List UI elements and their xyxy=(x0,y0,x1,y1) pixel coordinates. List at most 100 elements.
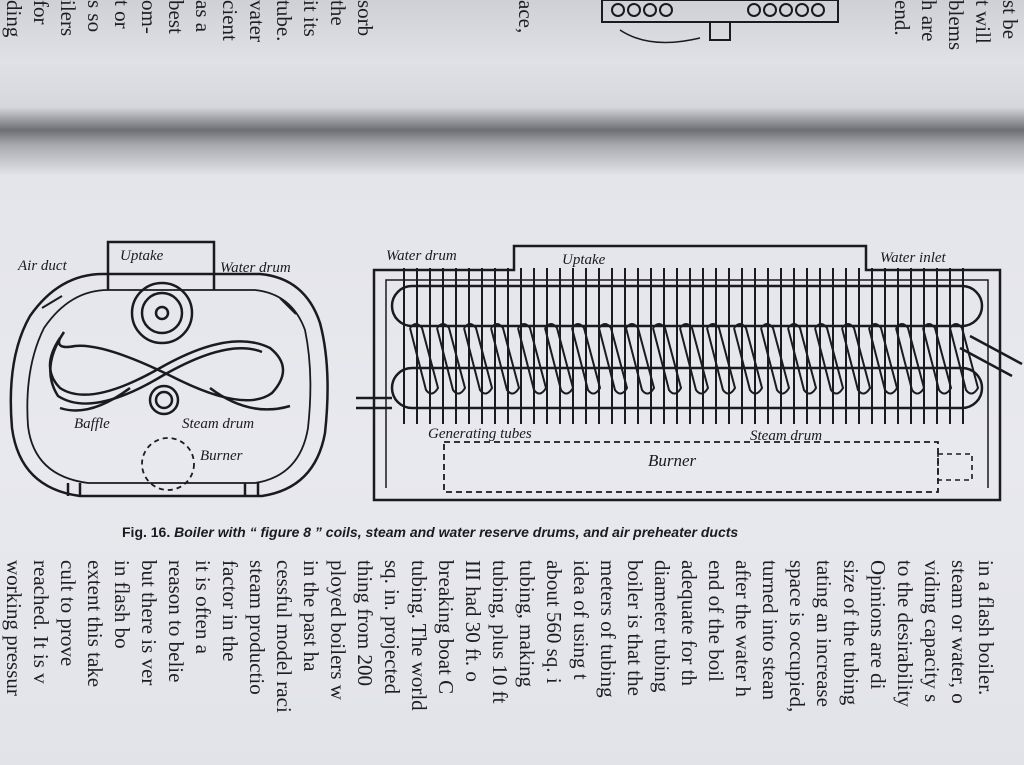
coil-loop xyxy=(625,323,656,395)
text-line: s so xyxy=(83,0,107,33)
side-elevation-labels: Water drum Uptake Water inlet Generating… xyxy=(386,248,947,470)
baffle-label: Baffle xyxy=(74,416,110,432)
body-text-line: space is occupied, xyxy=(785,560,809,713)
body-text-line: tubing, making xyxy=(515,560,539,688)
text-line: ding xyxy=(2,0,26,38)
generating-tubes-label: Generating tubes xyxy=(428,426,532,442)
figure-number: Fig. 16. xyxy=(122,524,171,540)
body-text-line: breaking boat C xyxy=(434,560,458,695)
body-text-line: III had 30 ft. o xyxy=(461,560,485,682)
cross-section-diagram xyxy=(9,240,329,498)
cross-section-labels: Air duct Uptake Water drum Baffle Steam … xyxy=(17,248,291,464)
body-text-line: meters of tubing xyxy=(596,560,620,698)
text-line: st be xyxy=(998,0,1022,40)
body-text-line: in the past ha xyxy=(299,560,323,672)
body-text-line: reason to belie xyxy=(164,560,188,683)
body-text-line: size of the tubing xyxy=(839,560,863,706)
steam-drum-label-left: Steam drum xyxy=(182,416,254,432)
body-text-line: sq. in. projected xyxy=(380,560,404,695)
body-text-line: adequate for th xyxy=(677,560,701,686)
burner-label-left: Burner xyxy=(200,448,243,464)
coil-loop xyxy=(895,323,926,395)
water-inlet-label: Water inlet xyxy=(880,250,947,266)
body-text-line: but there is ver xyxy=(137,560,161,686)
coil-loop xyxy=(409,323,440,395)
coil-loop xyxy=(760,323,791,395)
body-text-line: working pressur xyxy=(2,560,26,696)
body-text-line: turned into stean xyxy=(758,560,782,700)
text-line: vater xyxy=(245,0,269,42)
text-line: tube. xyxy=(272,0,296,42)
coil-loop xyxy=(922,323,953,395)
body-text-line: thing from 200 xyxy=(353,560,377,686)
body-text-line: it is often a xyxy=(191,560,215,654)
body-text-line: viding capacity s xyxy=(920,560,944,703)
steam-drum-label-right: Steam drum xyxy=(750,428,822,444)
text-line: cient xyxy=(218,0,242,41)
text-line: end. xyxy=(890,0,914,36)
water-drum-label-right: Water drum xyxy=(386,248,457,264)
coil-loop xyxy=(544,323,575,395)
coil-loop xyxy=(868,323,899,395)
top-middle-text-column: ace, xyxy=(512,0,539,60)
coil-loop xyxy=(706,323,737,395)
coil-loop xyxy=(841,323,872,395)
text-line: it its xyxy=(299,0,323,37)
coil-loop xyxy=(787,323,818,395)
body-text-line: end of the boil xyxy=(704,560,728,682)
boiler-figure: Air duct Uptake Water drum Baffle Steam … xyxy=(9,240,1023,502)
figure-8-coils xyxy=(409,323,980,395)
text-line: h are xyxy=(917,0,941,42)
burner-label-right: Burner xyxy=(648,451,697,470)
body-text-line: cessful model raci xyxy=(272,560,296,713)
coil-loop xyxy=(733,323,764,395)
text-line: blems xyxy=(944,0,968,51)
previous-figure-fragment xyxy=(601,0,839,44)
body-text-line: in a flash boiler. xyxy=(974,560,998,696)
body-text-line: cult to prove xyxy=(56,560,80,667)
text-line: ace, xyxy=(514,0,538,34)
water-drum-label-left: Water drum xyxy=(220,260,291,276)
body-text-line: tating an increase xyxy=(812,560,836,707)
body-text-line: extent this take xyxy=(83,560,107,688)
body-text-line: diameter tubing xyxy=(650,560,674,693)
text-line: for xyxy=(29,0,53,25)
body-text-line: steam or water, o xyxy=(947,560,971,704)
coil-loop xyxy=(949,323,980,395)
text-line: om- xyxy=(137,0,161,34)
body-text-line: ployed boilers w xyxy=(326,560,350,700)
body-text-line: tubing, plus 10 ft xyxy=(488,560,512,704)
text-line: sorb xyxy=(353,0,377,37)
body-text-line: tubing. The world xyxy=(407,560,431,711)
body-text-line: idea of using t xyxy=(569,560,593,680)
body-text-line: steam productio xyxy=(245,560,269,695)
text-line: best xyxy=(164,0,188,34)
coil-loop xyxy=(814,323,845,395)
coil-loop xyxy=(679,323,710,395)
body-text-line: boiler is that the xyxy=(623,560,647,696)
body-text-line: after the water h xyxy=(731,560,755,698)
text-line: t or xyxy=(110,0,134,29)
text-line: the xyxy=(326,0,350,26)
coil-loop xyxy=(598,323,629,395)
text-line: as a xyxy=(191,0,215,33)
text-line: t will xyxy=(971,0,995,44)
figure-caption: Fig. 16. Boiler with “ figure 8 ” coils,… xyxy=(122,524,1022,540)
body-text-line: in flash bo xyxy=(110,560,134,649)
generating-tubes xyxy=(403,268,964,424)
body-text-line: about 560 sq. i xyxy=(542,560,566,684)
text-line: ilers xyxy=(56,0,80,37)
uptake-label-left: Uptake xyxy=(120,248,164,264)
body-text-line: reached. It is v xyxy=(29,560,53,684)
air-duct-label: Air duct xyxy=(17,258,68,274)
body-text-line: factor in the xyxy=(218,560,242,662)
coil-loop xyxy=(517,323,548,395)
coil-loop xyxy=(652,323,683,395)
body-text-line: Opinions are di xyxy=(866,560,890,690)
coil-loop xyxy=(571,323,602,395)
coil-loop xyxy=(490,323,521,395)
